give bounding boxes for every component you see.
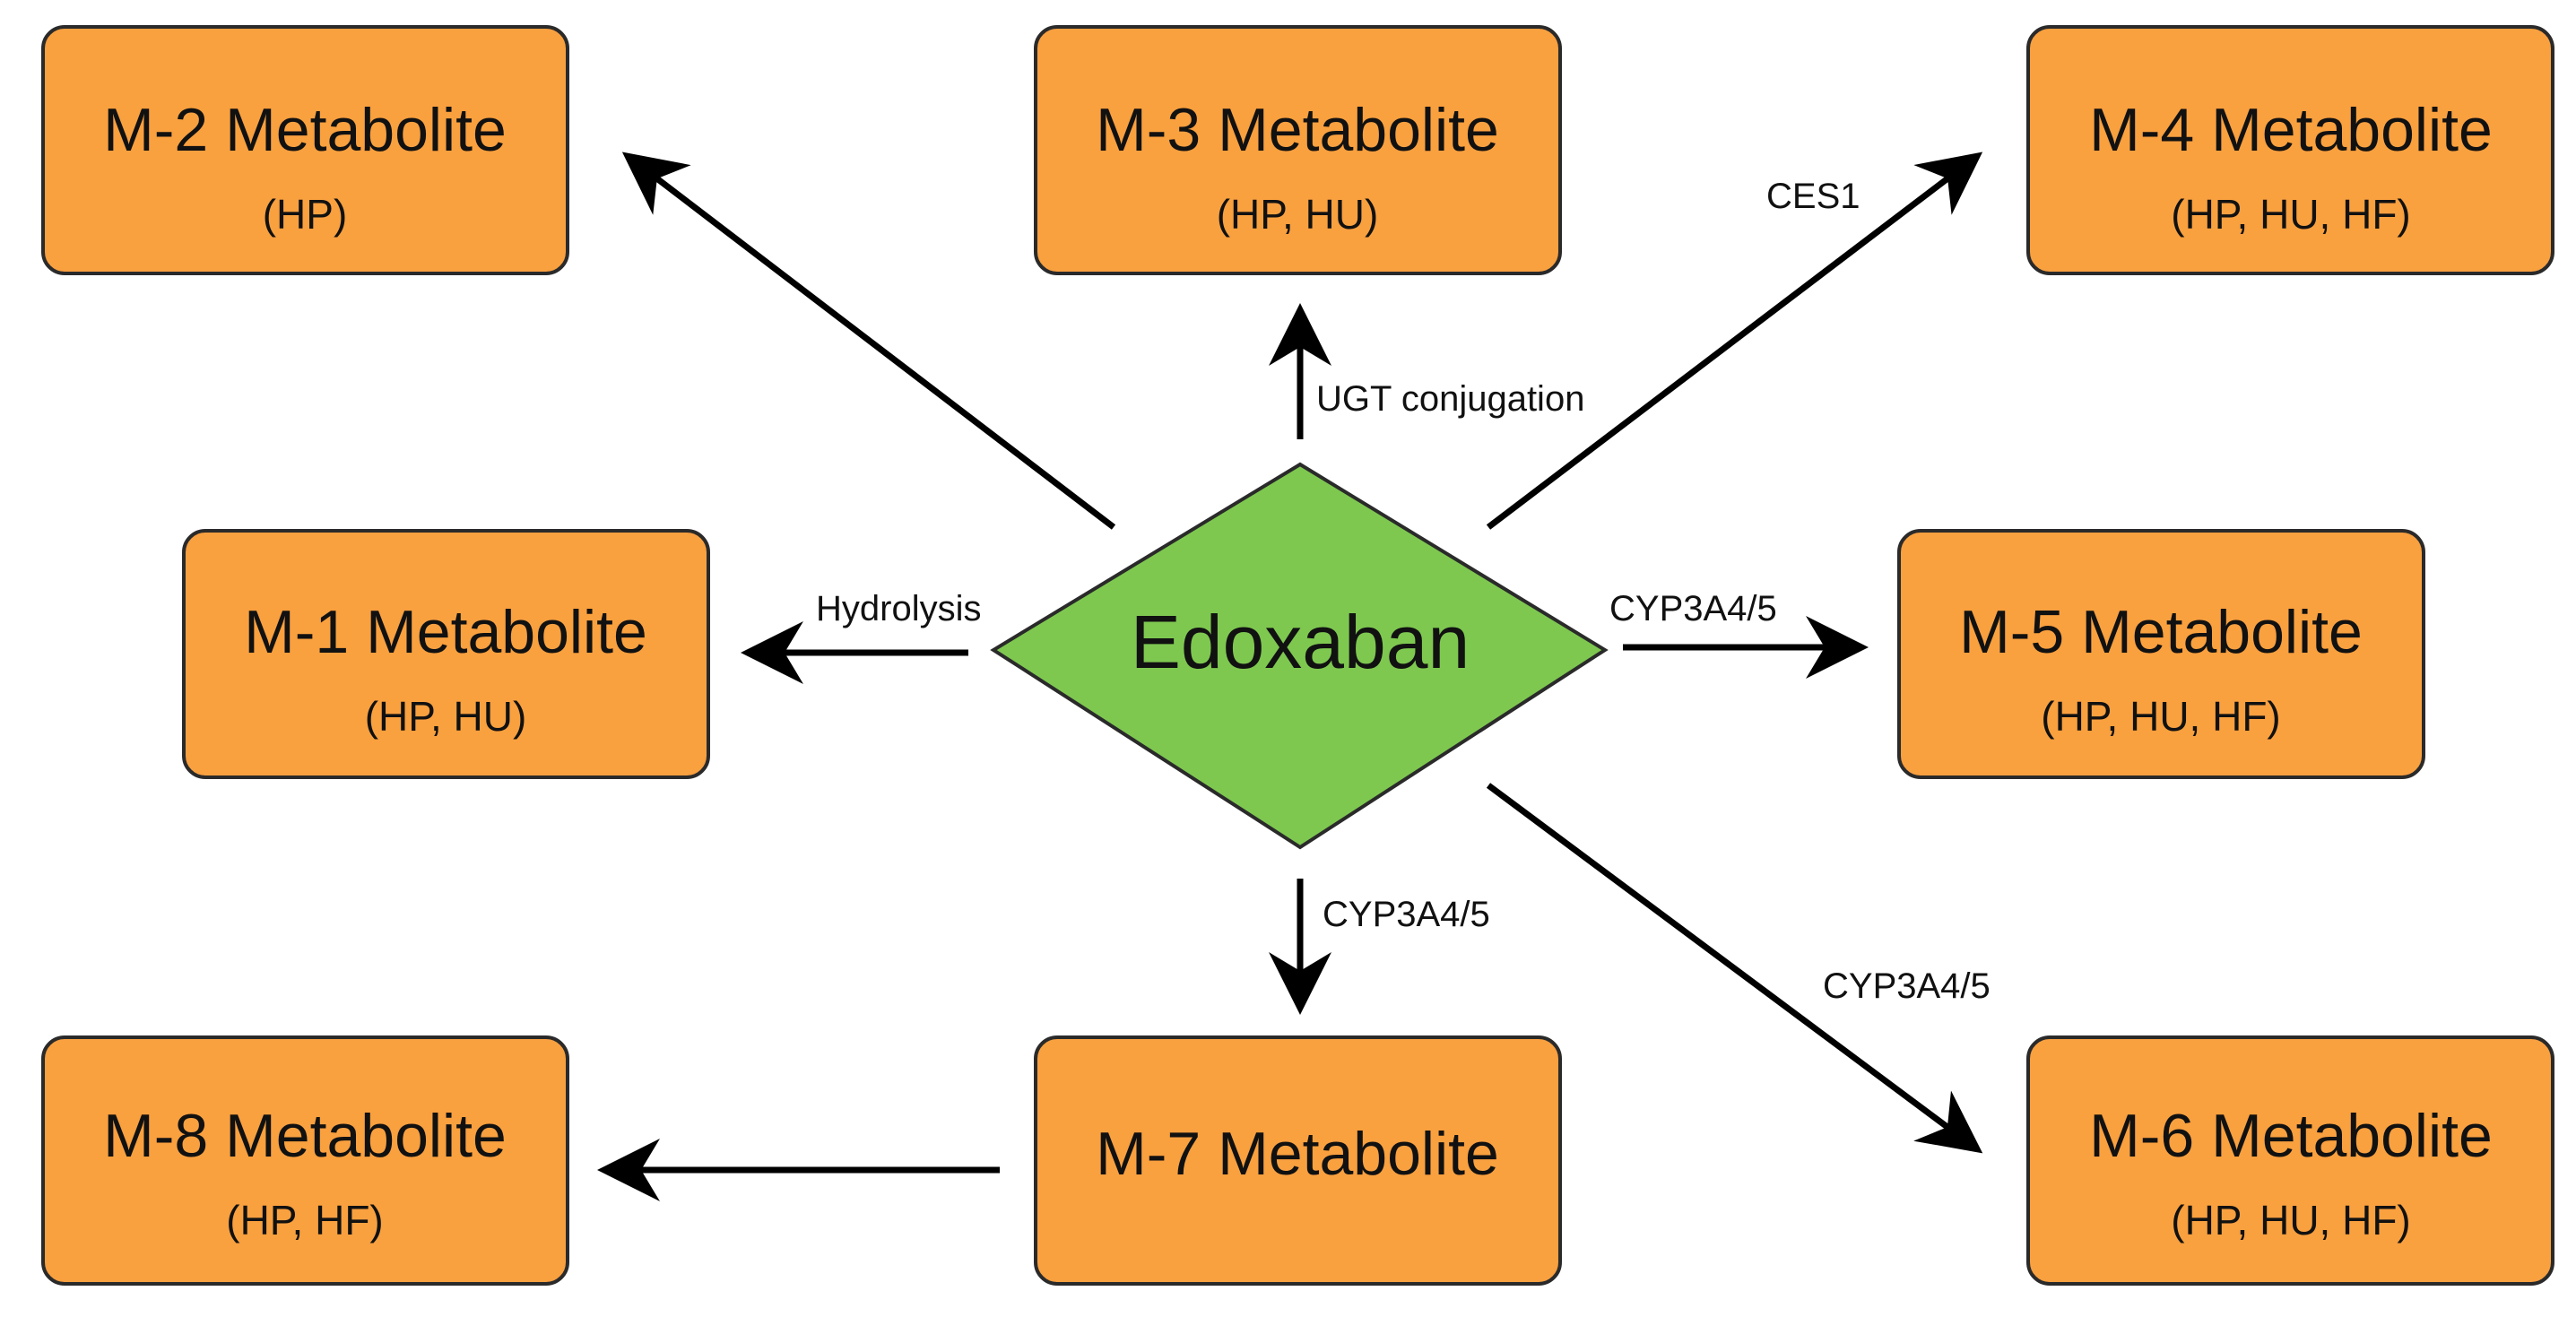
edge-label-hydrolysis: Hydrolysis (816, 589, 981, 628)
node-m2: M-2 Metabolite (HP) (41, 25, 569, 275)
node-subtitle: (HP, HU, HF) (2041, 693, 2281, 740)
node-title: M-4 Metabolite (2089, 96, 2493, 164)
node-box (41, 25, 569, 275)
node-m3: M-3 Metabolite (HP, HU) (1034, 25, 1562, 275)
node-m1: M-1 Metabolite (HP, HU) (182, 529, 710, 779)
node-subtitle: (HP, HU, HF) (2171, 1197, 2411, 1243)
node-box (1034, 1035, 1562, 1286)
arrow-to-m6 (1486, 783, 1983, 1154)
node-subtitle: (HP, HU) (365, 693, 527, 740)
arrow-to-m4 (1486, 152, 1983, 530)
node-subtitle: (HP) (263, 191, 348, 238)
node-subtitle: (HP, HU) (1217, 191, 1379, 238)
node-box (182, 529, 710, 779)
node-title: M-3 Metabolite (1096, 96, 1499, 164)
center-node: Edoxaban (990, 462, 1609, 850)
edge-label-cyp-m7: CYP3A4/5 (1323, 895, 1490, 934)
node-box (1034, 25, 1562, 275)
node-subtitle: (HP, HF) (226, 1197, 384, 1243)
node-m7: M-7 Metabolite (1034, 1035, 1562, 1286)
node-box (2026, 1035, 2554, 1286)
node-title: M-6 Metabolite (2089, 1102, 2493, 1170)
node-title: M-8 Metabolite (103, 1102, 507, 1170)
edge-label-cyp-m6: CYP3A4/5 (1823, 966, 1991, 1006)
node-box (2026, 25, 2554, 275)
arrow-to-m2 (621, 152, 1116, 530)
node-m5: M-5 Metabolite (HP, HU, HF) (1897, 529, 2425, 779)
edge-label-ugt: UGT conjugation (1316, 379, 1584, 419)
node-m8: M-8 Metabolite (HP, HF) (41, 1035, 569, 1286)
arrows (597, 152, 1983, 1201)
edge-label-ces1: CES1 (1766, 177, 1860, 216)
edge-label-cyp-m5: CYP3A4/5 (1609, 589, 1777, 628)
node-title: M-7 Metabolite (1096, 1120, 1499, 1188)
center-label: Edoxaban (1131, 600, 1470, 684)
node-title: M-5 Metabolite (1959, 598, 2363, 666)
node-m4: M-4 Metabolite (HP, HU, HF) (2026, 25, 2554, 275)
node-subtitle: (HP, HU, HF) (2171, 191, 2411, 238)
node-title: M-2 Metabolite (103, 96, 507, 164)
node-m6: M-6 Metabolite (HP, HU, HF) (2026, 1035, 2554, 1286)
node-box (41, 1035, 569, 1286)
node-box (1897, 529, 2425, 779)
center-diamond (990, 462, 1609, 850)
edge-labels: UGT conjugation CES1 Hydrolysis CYP3A4/5… (816, 177, 1991, 1006)
node-title: M-1 Metabolite (244, 598, 647, 666)
